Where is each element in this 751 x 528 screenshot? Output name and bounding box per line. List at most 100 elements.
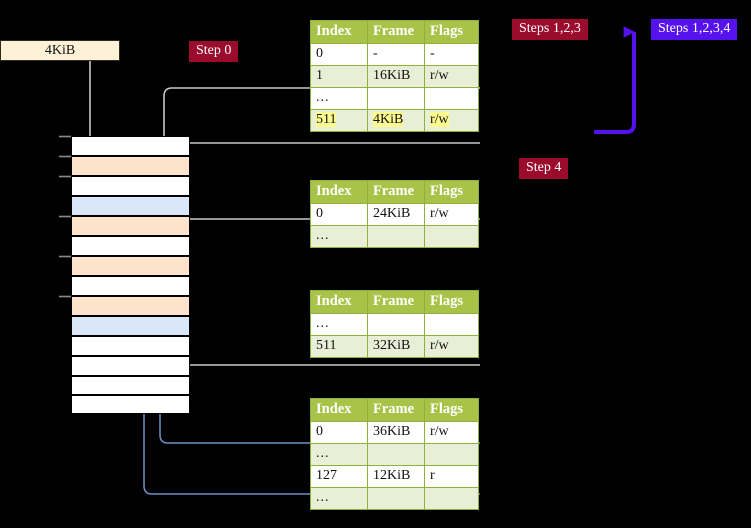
- cell-text: 12KiB: [373, 468, 411, 483]
- table-header-row: Index Frame Flags: [310, 290, 479, 314]
- cell-text: 4KiB: [373, 112, 404, 127]
- cell-frame: -: [367, 43, 425, 66]
- cell-text: 0: [316, 46, 323, 61]
- cell-text: 16KiB: [373, 68, 411, 83]
- cell-flags: [424, 443, 479, 466]
- ellipsis: ...: [316, 490, 330, 505]
- ellipsis: ...: [316, 228, 330, 243]
- wire-table1-row511-to-memory: [176, 142, 480, 161]
- cell-text: 511: [316, 338, 337, 353]
- cell-index: 511: [310, 109, 368, 132]
- column-header-frame: Frame: [367, 398, 425, 422]
- cell-flags: r/w: [424, 65, 479, 88]
- ellipsis: ...: [316, 90, 330, 105]
- column-header-frame: Frame: [367, 20, 425, 44]
- memory-frame-row: [71, 216, 190, 236]
- memory-frame-row: [71, 296, 190, 316]
- cell-flags: r/w: [424, 335, 479, 358]
- cell-text: r/w: [430, 338, 449, 353]
- cell-text: 511: [316, 112, 337, 127]
- table-body: 0 - - 1 16KiB r/w... 511 4KiB r/w: [310, 43, 479, 132]
- cell-text: r/w: [430, 424, 449, 439]
- cell-index: ...: [310, 443, 368, 466]
- cell-text: 36KiB: [373, 424, 411, 439]
- column-header-flags: Flags: [424, 20, 479, 44]
- table-row: 0 - -: [310, 43, 479, 66]
- cell-frame: 4KiB: [367, 109, 425, 132]
- size-box-4kib: 4KiB: [0, 40, 120, 61]
- wire-steps-bracket-arrow: [594, 26, 636, 134]
- table-row: 511 32KiB r/w: [310, 335, 479, 358]
- cell-flags: r: [424, 465, 479, 488]
- cell-flags: [424, 225, 479, 248]
- table-row: 0 36KiB r/w: [310, 421, 479, 444]
- cell-frame: 24KiB: [367, 203, 425, 226]
- column-header-index: Index: [310, 398, 368, 422]
- cell-index: 1: [310, 65, 368, 88]
- cell-flags: r/w: [424, 109, 479, 132]
- table-header-row: Index Frame Flags: [310, 20, 479, 44]
- cell-text: 24KiB: [373, 206, 411, 221]
- cell-frame: [367, 487, 425, 510]
- cell-text: -: [430, 46, 435, 61]
- memory-frame-row: [71, 256, 190, 276]
- badge-step-0: Step 0: [189, 41, 239, 62]
- cell-text: r/w: [430, 206, 449, 221]
- table-row: ...: [310, 87, 479, 110]
- memory-frame-row: [71, 356, 190, 376]
- memory-frame-row: [71, 376, 190, 395]
- cell-frame: [367, 225, 425, 248]
- column-header-index: Index: [310, 20, 368, 44]
- cell-text: 32KiB: [373, 338, 411, 353]
- cell-index: 0: [310, 43, 368, 66]
- column-header-flags: Flags: [424, 180, 479, 204]
- cell-index: 127: [310, 465, 368, 488]
- cell-index: 511: [310, 335, 368, 358]
- cell-text: r: [430, 468, 435, 483]
- table-row: 127 12KiB r: [310, 465, 479, 488]
- cell-frame: [367, 313, 425, 336]
- cell-index: ...: [310, 87, 368, 110]
- column-header-frame: Frame: [367, 180, 425, 204]
- cell-index: ...: [310, 487, 368, 510]
- cell-flags: -: [424, 43, 479, 66]
- cell-flags: [424, 313, 479, 336]
- cell-flags: r/w: [424, 203, 479, 226]
- table-header-row: Index Frame Flags: [310, 180, 479, 204]
- table-row: 511 4KiB r/w: [310, 109, 479, 132]
- cell-frame: 36KiB: [367, 421, 425, 444]
- cell-frame: 16KiB: [367, 65, 425, 88]
- table-row: ...: [310, 225, 479, 248]
- column-header-frame: Frame: [367, 290, 425, 314]
- cell-frame: [367, 443, 425, 466]
- cell-text: r/w: [430, 68, 449, 83]
- memory-frame-row: [71, 336, 190, 356]
- cell-flags: [424, 487, 479, 510]
- column-header-flags: Flags: [424, 290, 479, 314]
- cell-text: 1: [316, 68, 323, 83]
- size-box-label: 4KiB: [44, 43, 76, 58]
- cell-index: ...: [310, 225, 368, 248]
- ellipsis: ...: [316, 316, 330, 331]
- memory-frame-row: [71, 316, 190, 336]
- cell-index: ...: [310, 313, 368, 336]
- physical-memory-column: [71, 136, 190, 414]
- table-header-row: Index Frame Flags: [310, 398, 479, 422]
- column-header-flags: Flags: [424, 398, 479, 422]
- cell-text: r/w: [430, 112, 449, 127]
- cell-frame: [367, 87, 425, 110]
- badge-step-4: Step 4: [519, 158, 569, 179]
- page-table-level-4: Index Frame Flags 0 36KiB r/w... 127 12KiB r.…: [310, 398, 479, 510]
- cell-frame: 32KiB: [367, 335, 425, 358]
- table-body: 0 36KiB r/w... 127 12KiB r...: [310, 421, 479, 510]
- cell-text: -: [373, 46, 378, 61]
- cell-text: 0: [316, 424, 323, 439]
- cell-flags: r/w: [424, 421, 479, 444]
- memory-frame-row: [71, 156, 190, 176]
- page-table-level-1: Index Frame Flags 0 - - 1 16KiB r/w... 511 4KiB…: [310, 20, 479, 132]
- cell-text: 127: [316, 468, 337, 483]
- table-row: ...: [310, 487, 479, 510]
